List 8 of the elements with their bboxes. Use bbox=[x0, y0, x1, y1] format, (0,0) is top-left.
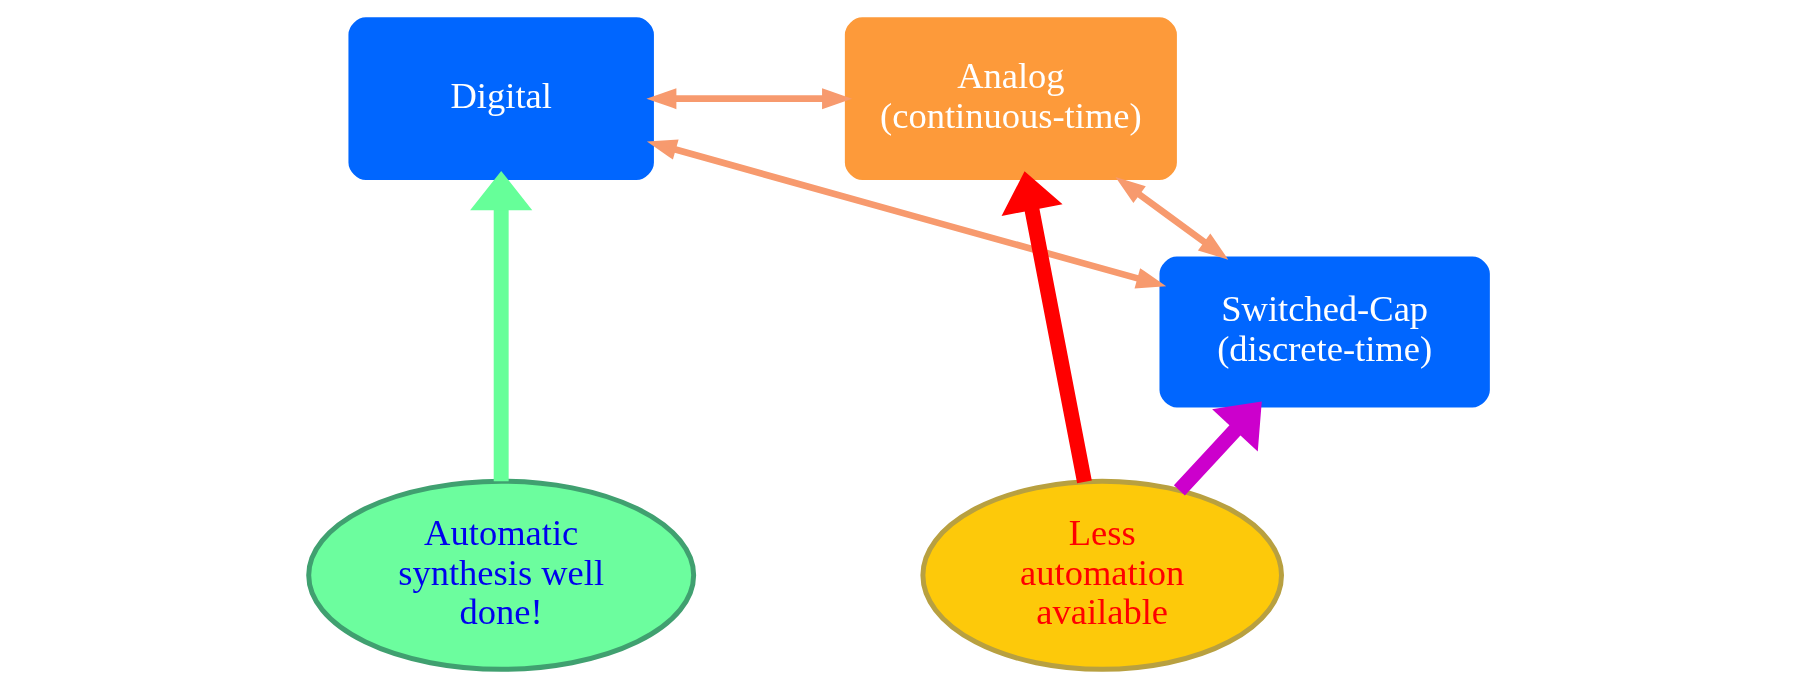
arrow bbox=[1001, 171, 1092, 484]
arrow bbox=[469, 170, 532, 482]
arrow bbox=[645, 88, 852, 110]
arrow bbox=[1173, 401, 1262, 496]
arrow bbox=[1114, 176, 1228, 260]
node-ellipse: Less automation available bbox=[919, 478, 1284, 672]
arrow bbox=[646, 139, 1166, 289]
node-ellipse: Automatic synthesis well done! bbox=[305, 478, 696, 672]
